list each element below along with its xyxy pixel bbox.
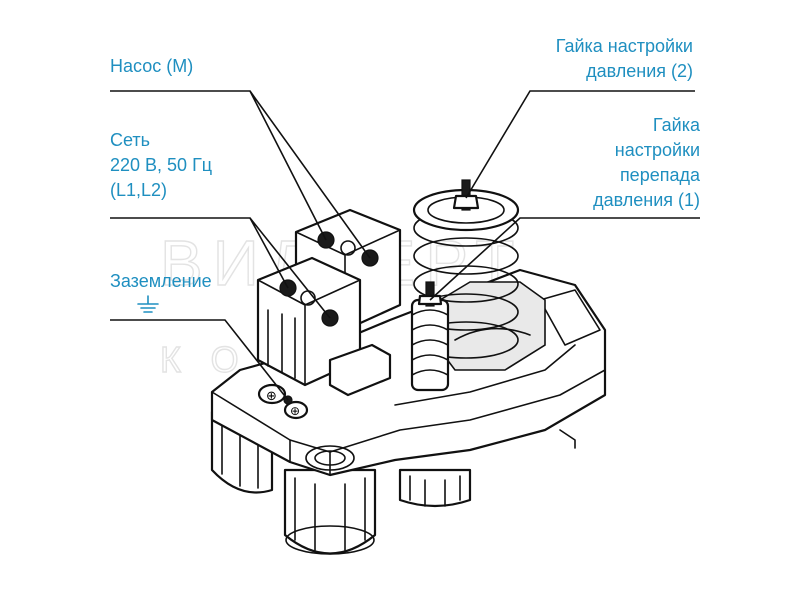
label-network-line1: Сеть: [110, 130, 150, 150]
label-nut1-line1: Гайка: [653, 115, 701, 135]
leader-nut1: [429, 217, 700, 301]
leader-network: [110, 217, 331, 319]
label-network-line3: (L1,L2): [110, 180, 167, 200]
ground-symbol-icon: [137, 295, 159, 313]
leader-nut2: [465, 90, 695, 199]
label-network-line2: 220 В, 50 Гц: [110, 155, 212, 175]
svg-text:⊕: ⊕: [266, 389, 277, 404]
svg-text:⊕: ⊕: [290, 404, 300, 418]
leader-pump: [110, 90, 371, 259]
rear-port: [398, 468, 472, 508]
label-nut1-line4: давления (1): [593, 190, 700, 210]
label-nut2-line2: давления (2): [586, 61, 693, 81]
large-spring: [412, 179, 520, 359]
label-ground: Заземление: [110, 271, 212, 291]
leader-ground: [110, 319, 289, 401]
label-nut2-line1: Гайка настройки: [556, 36, 693, 56]
label-pump: Насос (М): [110, 56, 193, 76]
label-nut1-line2: настройки: [615, 140, 700, 160]
front-port: [283, 468, 377, 555]
labels: Насос (М) Сеть 220 В, 50 Гц (L1,L2) Зазе…: [110, 36, 701, 291]
label-nut1-line3: перепада: [620, 165, 701, 185]
leader-lines: [110, 90, 700, 401]
ground-terminals: ⊕ ⊕: [257, 383, 309, 420]
terminal-block-front: [256, 256, 392, 397]
pressure-switch-device: ⊕ ⊕: [210, 179, 607, 555]
